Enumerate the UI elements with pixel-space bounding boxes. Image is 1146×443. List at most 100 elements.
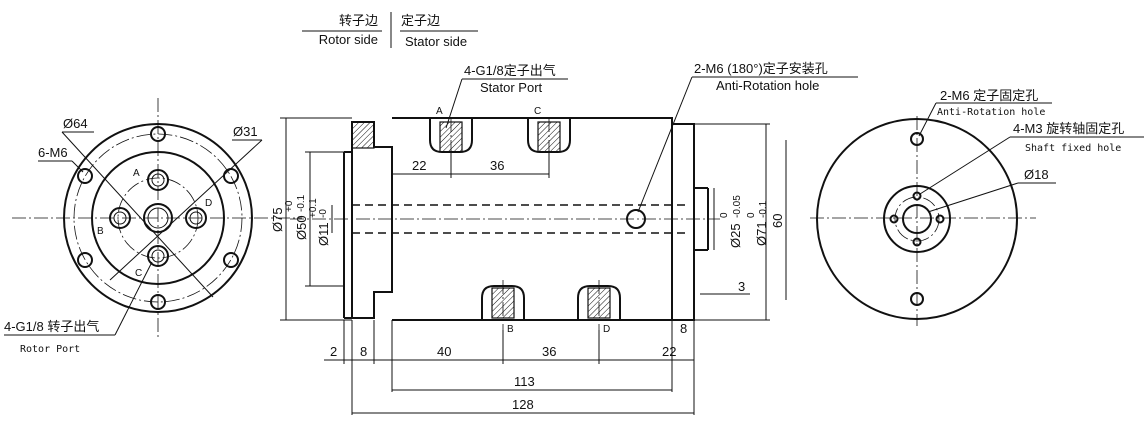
d50-tol-upper: +0 xyxy=(284,200,295,212)
mounting-hole xyxy=(77,252,93,268)
rotor-port-c xyxy=(147,245,169,267)
port-label-b: B xyxy=(97,226,104,237)
left-end-view: A B C D Ø64 Ø31 6-M6 4-G1/8 转子出气 Rotor P… xyxy=(4,98,302,355)
stator-side-en: Stator side xyxy=(405,34,467,49)
port-label-top-c: C xyxy=(534,106,541,117)
anti-rotation-hole xyxy=(626,209,646,229)
rotor-flange-hatch xyxy=(351,121,375,149)
rotor-port-c-inner xyxy=(151,249,165,263)
mounting-hole xyxy=(77,168,93,184)
left-port-circle xyxy=(117,177,199,259)
shaft-fixed-en: Shaft fixed hole xyxy=(1025,143,1121,154)
six-m6-label: 6-M6 xyxy=(38,145,68,160)
rotor-flange xyxy=(351,121,393,319)
side-section-view: A C B D 4-G1/8定子出气 Stator Port 2-M6 (180… xyxy=(270,61,858,415)
left-center-bore-inner xyxy=(147,207,169,229)
mounting-hole xyxy=(223,252,239,268)
d18-label: Ø18 xyxy=(1024,167,1049,182)
left-inner-hub xyxy=(91,151,225,285)
dim-36-top: 36 xyxy=(490,158,504,173)
left-outer-flange xyxy=(63,123,253,313)
port-label-top-a: A xyxy=(436,106,443,117)
rotor-port-b-inner xyxy=(113,211,127,225)
d11-tol-lower: -0 xyxy=(318,209,329,218)
rotor-port-d-inner xyxy=(189,211,203,225)
dim-128-label: 128 xyxy=(512,397,534,412)
rotor-side-en: Rotor side xyxy=(319,32,378,47)
stator-fix-hole-bottom xyxy=(910,292,924,306)
stator-port-leader xyxy=(445,78,463,129)
rotor-port-leader xyxy=(114,261,153,336)
d18-leader xyxy=(927,182,1019,213)
dim-8-right-label: 8 xyxy=(680,321,687,336)
right-anti-rotation-cn: 2-M6 定子固定孔 xyxy=(940,88,1038,103)
dim-40-label: 40 xyxy=(437,344,451,359)
d25-tol-lower: -0.05 xyxy=(732,195,743,218)
right-end-view: 2-M6 定子固定孔 Anti-Rotation hole 4-M3 旋转轴固定… xyxy=(810,88,1144,326)
mounting-hole xyxy=(223,168,239,184)
port-label-d: D xyxy=(205,198,212,209)
dim-22-bottom-label: 22 xyxy=(662,344,676,359)
rotor-side-cn: 转子边 xyxy=(339,13,378,28)
stator-fix-hole-top xyxy=(910,132,924,146)
right-outer-body xyxy=(816,118,1018,320)
stator-side-cn: 定子边 xyxy=(401,13,440,28)
mounting-hole xyxy=(150,126,166,142)
header-labels: 转子边 定子边 Rotor side Stator side xyxy=(302,12,478,49)
d71-label: Ø71 xyxy=(754,221,769,246)
d31-label: Ø31 xyxy=(233,124,258,139)
right-end-cap xyxy=(671,123,695,321)
mounting-hole xyxy=(150,294,166,310)
anti-rotation-leader xyxy=(637,76,693,213)
anti-rotation-en: Anti-Rotation hole xyxy=(716,78,819,93)
d75-label: Ø75 xyxy=(270,207,285,232)
shaft-screw-hole xyxy=(889,214,899,224)
shaft-screw-hole xyxy=(912,237,922,247)
left-bolt-circle xyxy=(73,133,243,303)
rotor-port-a-inner xyxy=(151,173,165,187)
d11-label: Ø11 xyxy=(316,222,331,246)
shaft-screw-hole xyxy=(912,191,922,201)
stator-port-cn: 4-G1/8定子出气 xyxy=(464,63,556,78)
shaft-screw-hole xyxy=(935,214,945,224)
dim-113-label: 113 xyxy=(514,374,535,389)
right-anti-rotation-en: Anti-Rotation hole xyxy=(937,107,1045,118)
right-shaft-circle xyxy=(894,196,940,242)
rotor-port-b xyxy=(109,207,131,229)
shaft-fixed-cn: 4-M3 旋转轴固定孔 xyxy=(1013,121,1124,136)
dim-8-left-label: 8 xyxy=(360,344,367,359)
left-center-bore xyxy=(143,203,173,233)
anti-rotation-cn: 2-M6 (180°)定子安装孔 xyxy=(694,61,828,76)
port-label-c: C xyxy=(135,268,142,279)
rotor-port-cn: 4-G1/8 转子出气 xyxy=(4,319,99,334)
dim-22-top: 22 xyxy=(412,158,426,173)
rotor-port-d xyxy=(185,207,207,229)
d64-label: Ø64 xyxy=(63,116,88,131)
stator-port-en: Stator Port xyxy=(480,80,543,95)
d71-tol-lower: -0.1 xyxy=(758,200,769,218)
six-m6-leader xyxy=(71,160,84,173)
d64-leader xyxy=(61,131,214,298)
port-label-bottom-b: B xyxy=(507,324,514,335)
d31-leader xyxy=(109,139,263,281)
dim-60-label: 60 xyxy=(770,214,785,228)
d50-tol-lower: -0.1 xyxy=(296,194,307,212)
d25-label: Ø25 xyxy=(728,223,743,248)
stator-port-d xyxy=(577,280,621,330)
rotor-port-en: Rotor Port xyxy=(20,344,80,355)
d71-tol-upper: 0 xyxy=(746,212,757,218)
d50-label: Ø50 xyxy=(294,215,309,240)
d11-tol-upper: +0.1 xyxy=(308,198,319,218)
right-bore xyxy=(902,204,932,234)
shaft-fixed-leader xyxy=(919,136,1011,195)
dim-2-label: 2 xyxy=(330,344,337,359)
rotor-port-a xyxy=(147,169,169,191)
dim-36-bottom-label: 36 xyxy=(542,344,556,359)
dim-3-label: 3 xyxy=(738,279,745,294)
port-label-a: A xyxy=(133,168,140,179)
stator-port-b xyxy=(481,280,525,330)
right-anti-rotation-leader xyxy=(918,102,937,137)
port-label-bottom-d: D xyxy=(603,324,610,335)
right-hub xyxy=(883,185,951,253)
